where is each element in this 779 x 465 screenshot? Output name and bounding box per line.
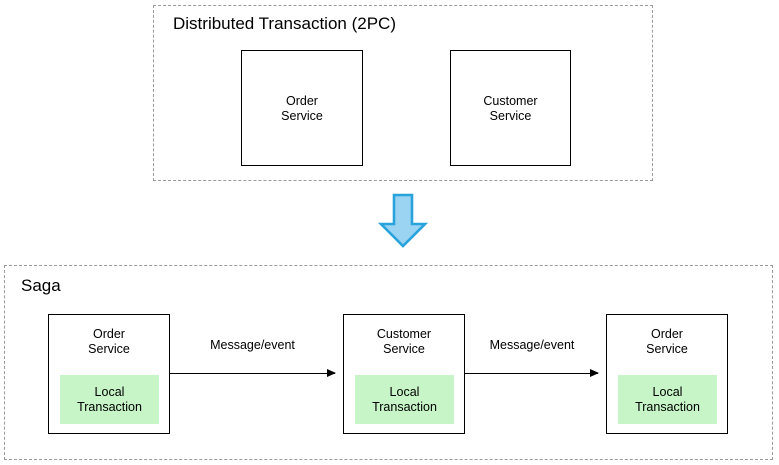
message-arrow-2 [465,369,599,377]
service-label-order-service: Order Service [646,327,688,356]
local-transaction-badge: Local Transaction [355,375,454,424]
service-box-customer-service-2pc: Customer Service [450,50,571,166]
service-label-customer-service: Customer Service [376,327,432,356]
message-arrow-1 [170,369,336,377]
service-label-order-service: Order Service [88,327,130,356]
message-arrow-label-1: Message/event [210,338,295,352]
service-label-order-service: Order Service [281,94,323,123]
group-title-distributed-transaction: Distributed Transaction (2PC) [173,14,396,33]
saga-step-customer-service: Customer Service Local Transaction [343,314,465,434]
down-arrow-icon [377,193,429,248]
group-distributed-transaction [153,5,653,181]
local-transaction-badge: Local Transaction [618,375,717,424]
local-transaction-badge: Local Transaction [60,375,159,424]
saga-step-order-service-2: Order Service Local Transaction [606,314,728,434]
service-label-customer-service: Customer Service [483,94,538,123]
service-box-order-service-2pc: Order Service [241,50,363,166]
saga-step-order-service-1: Order Service Local Transaction [48,314,170,434]
group-saga [4,265,773,460]
group-title-saga: Saga [21,276,61,295]
message-arrow-label-2: Message/event [489,338,575,352]
